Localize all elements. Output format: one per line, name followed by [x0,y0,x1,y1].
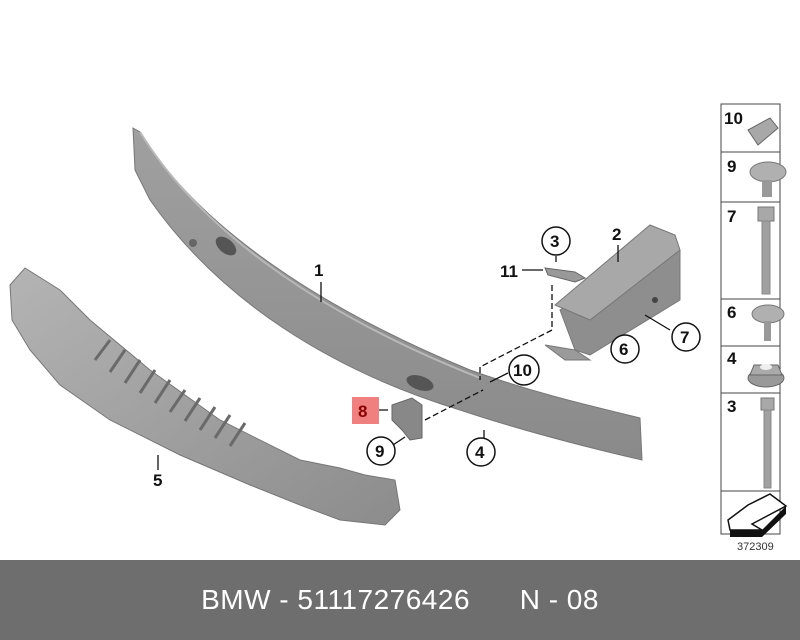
front-direction-arrow-icon [727,493,788,537]
callout-11: 11 [500,262,518,281]
svg-text:6: 6 [619,340,628,359]
torx-screw-icon [749,161,787,197]
callout-7: 7 [671,322,701,352]
callout-8-highlighted: 8 [352,397,379,424]
callout-1: 1 [314,261,323,280]
callout-4: 4 [466,437,496,467]
callout-9: 9 [366,436,396,466]
svg-text:3: 3 [550,232,559,251]
bumper-carrier-beam [132,127,643,461]
callout-3: 3 [541,226,571,256]
svg-text:9: 9 [375,442,384,461]
panel-item-7-number: 7 [727,207,736,226]
bumper-bracket [544,224,681,361]
torx-screw-icon [751,304,785,341]
flange-nut-icon [747,364,785,388]
parts-diagram: 1 2 3 4 5 6 7 8 9 10 11 10 9 7 6 4 3 [9,103,788,537]
panel-item-3-number: 3 [727,397,736,416]
footer-part-info: BMW - 51117276426 N - 08 [201,584,599,615]
footer-bar: BMW - 51117276426 N - 08 [0,560,800,640]
svg-text:10: 10 [513,361,532,380]
impact-absorber [9,267,401,526]
svg-text:4: 4 [475,443,485,462]
callout-6: 6 [610,334,640,364]
hex-bolt-icon [760,397,775,489]
callout-2: 2 [612,225,621,244]
svg-text:8: 8 [358,402,367,421]
bracket-part-8 [391,397,423,441]
callout-10: 10 [508,354,540,386]
panel-item-10-number: 10 [724,109,743,128]
panel-item-4-number: 4 [727,349,737,368]
plate-part [544,267,587,283]
clip-nut-icon [747,117,779,146]
hex-bolt-icon [757,206,775,295]
panel-item-6-number: 6 [727,303,736,322]
callout-5: 5 [153,471,162,490]
panel-item-9-number: 9 [727,157,736,176]
svg-text:7: 7 [680,328,689,347]
diagram-code: 372309 [737,541,774,553]
